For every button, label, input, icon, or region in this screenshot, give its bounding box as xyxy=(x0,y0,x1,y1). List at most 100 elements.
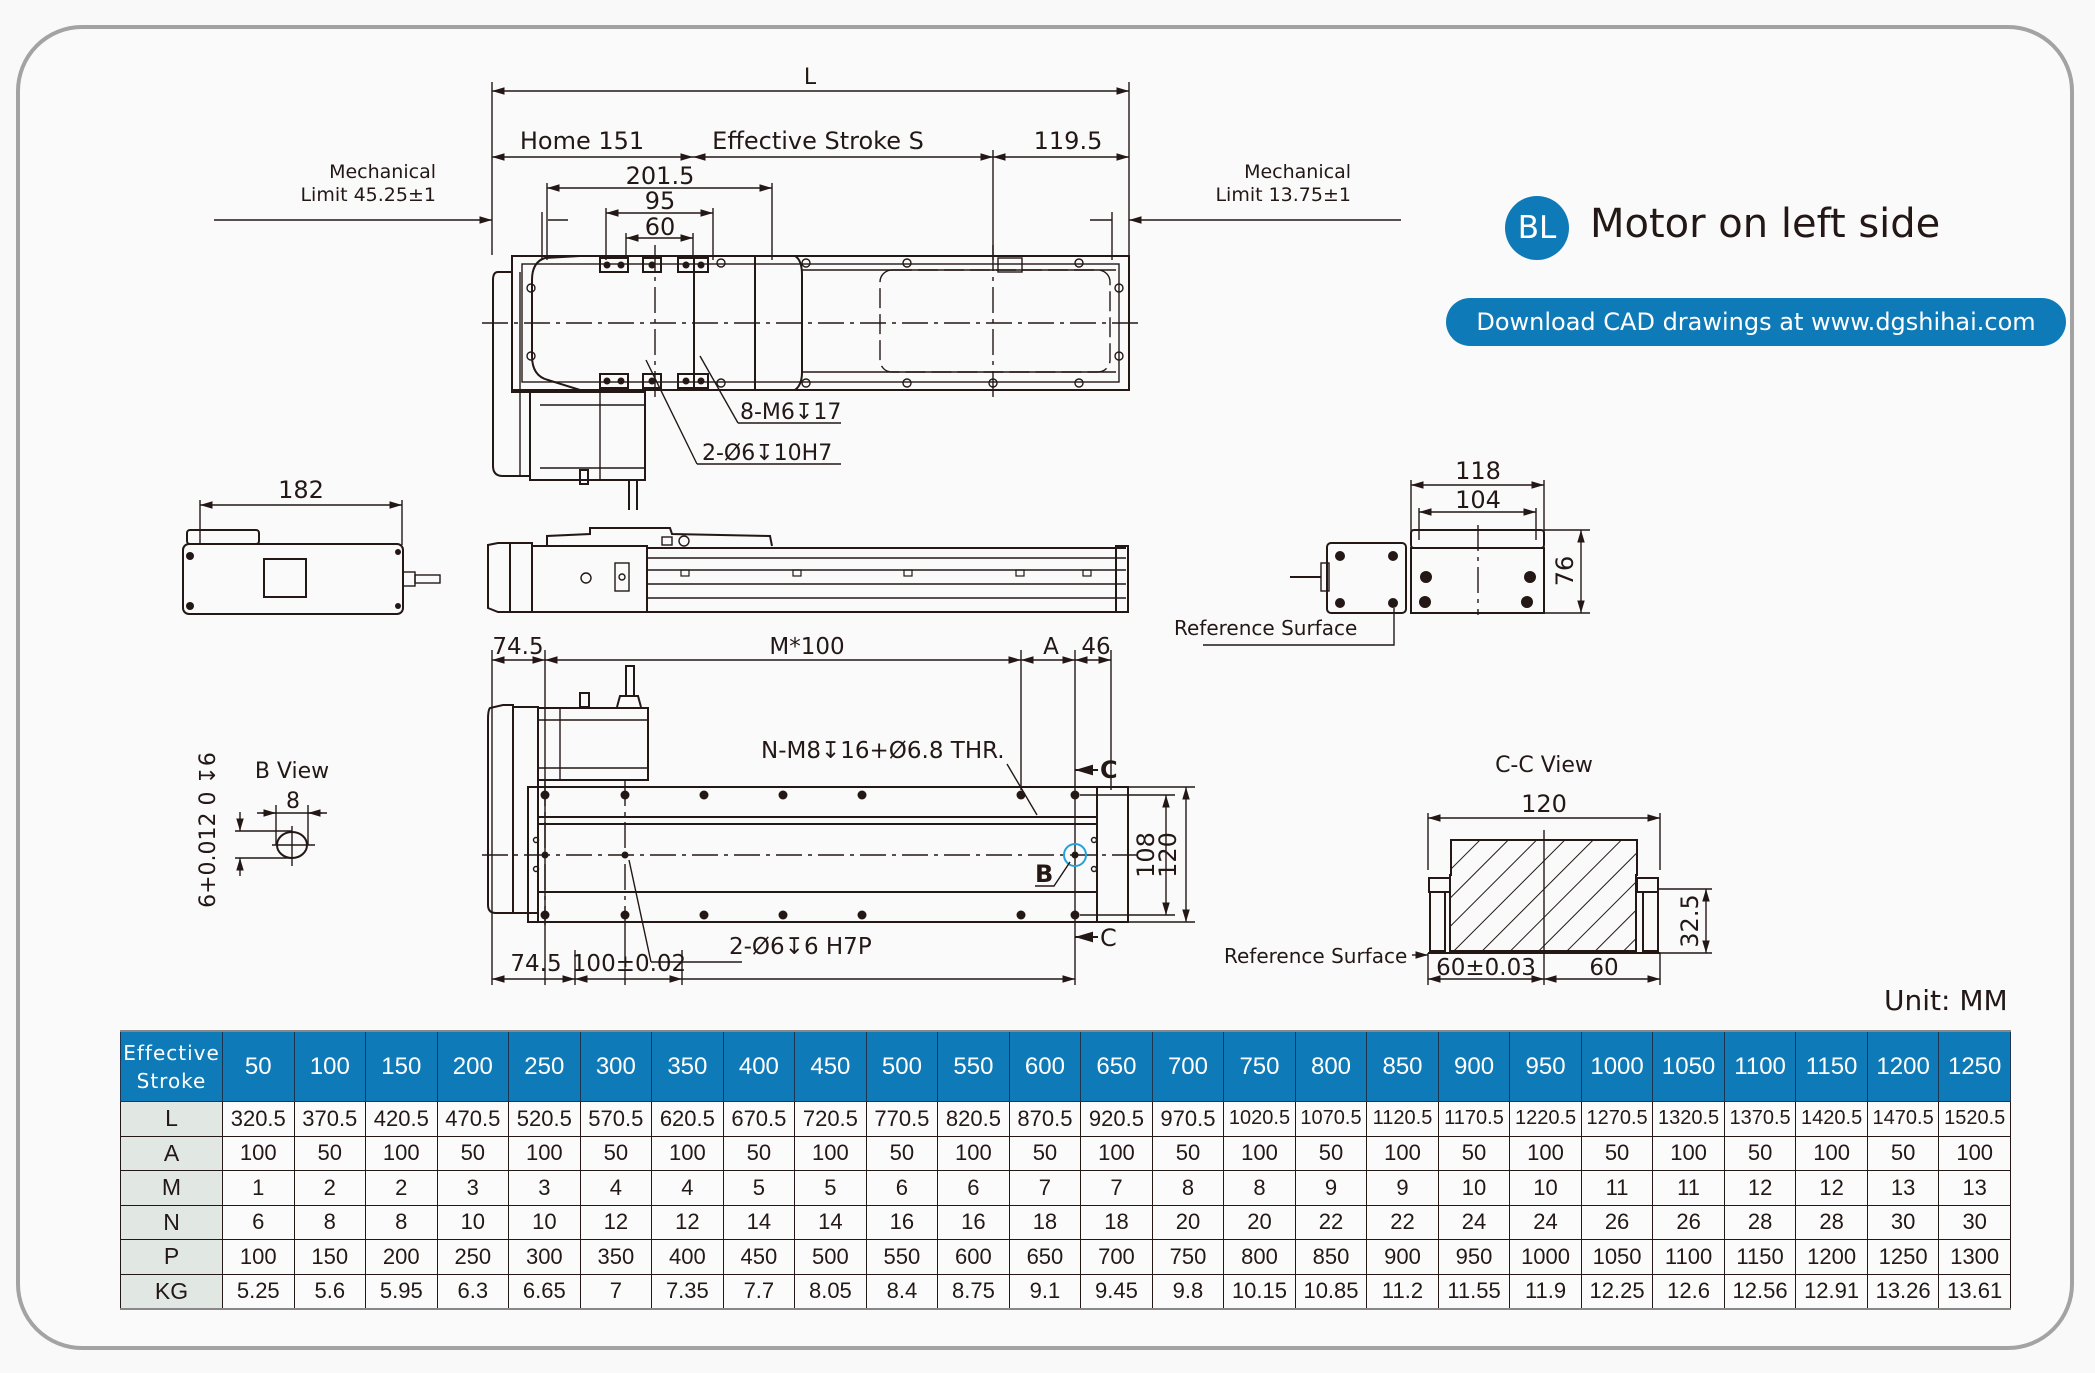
dim-118: 118 xyxy=(1455,457,1501,485)
mounting-holes xyxy=(540,790,1080,920)
stroke-header-cell: 150 xyxy=(365,1030,438,1102)
stroke-header-cell: 500 xyxy=(865,1030,939,1102)
table-cell: 12 xyxy=(1795,1170,1868,1206)
table-cell: 100 xyxy=(1223,1135,1296,1171)
stroke-header-cell: 1250 xyxy=(1938,1030,2011,1102)
end-view-right: 118 104 76 Reference Surface xyxy=(1174,457,1590,646)
cc-view-title: C-C View xyxy=(1495,753,1593,778)
table-cell: 5.25 xyxy=(222,1273,295,1310)
stroke-header-cell: 100 xyxy=(293,1030,367,1102)
table-cell: 1370.5 xyxy=(1723,1101,1797,1137)
stroke-header-cell: 250 xyxy=(508,1030,581,1102)
table-cell: 28 xyxy=(1795,1204,1868,1240)
table-cell: 850 xyxy=(1294,1239,1368,1275)
table-cell: 50 xyxy=(1723,1135,1797,1171)
table-cell: 100 xyxy=(1080,1135,1153,1171)
row-label: L xyxy=(120,1101,223,1137)
table-cell: 12 xyxy=(1723,1170,1797,1206)
table-cell: 10.85 xyxy=(1294,1273,1368,1310)
table-cell: 28 xyxy=(1723,1204,1797,1240)
table-cell: 12.6 xyxy=(1652,1273,1725,1310)
table-cell: 7.35 xyxy=(651,1273,724,1310)
table-cell: 100 xyxy=(1652,1135,1725,1171)
table-cell: 6 xyxy=(937,1170,1010,1206)
table-cell: 50 xyxy=(865,1135,939,1171)
motor-end-cap xyxy=(492,271,531,477)
row-label: P xyxy=(120,1239,223,1275)
table-cell: 50 xyxy=(1008,1135,1082,1171)
table-cell: 10 xyxy=(1509,1170,1582,1206)
top-view: L Home 151 Effective Stroke S 119.5 201.… xyxy=(214,65,1401,510)
mech-limit-left-line1: Mechanical xyxy=(329,161,436,183)
table-cell: 4 xyxy=(651,1170,724,1206)
dim-74-5-bottom: 74.5 xyxy=(510,951,561,977)
table-cell: 50 xyxy=(1437,1135,1511,1171)
table-cell: 50 xyxy=(1151,1135,1225,1171)
dim-100-tol: 100±0.02 xyxy=(572,951,686,977)
dim-104: 104 xyxy=(1455,486,1501,514)
callout-2-dia6-h7p: 2-Ø6↧6 H7P xyxy=(729,934,872,960)
table-cell: 11 xyxy=(1652,1170,1725,1206)
stroke-header-line2: Stroke xyxy=(136,1068,207,1093)
table-cell: 24 xyxy=(1509,1204,1582,1240)
table-cell: 420.5 xyxy=(365,1101,438,1137)
dim-60: 60 xyxy=(645,213,676,241)
stroke-header-cell: 1200 xyxy=(1866,1030,1940,1102)
table-cell: 320.5 xyxy=(222,1101,295,1137)
table-cell: 16 xyxy=(937,1204,1010,1240)
table-cell: 1470.5 xyxy=(1866,1101,1940,1137)
table-cell: 1320.5 xyxy=(1652,1101,1725,1137)
table-cell: 570.5 xyxy=(579,1101,653,1137)
dim-95: 95 xyxy=(645,187,676,215)
table-cell: 7 xyxy=(1008,1170,1082,1206)
table-cell: 1250 xyxy=(1866,1239,1940,1275)
table-cell: 13 xyxy=(1866,1170,1940,1206)
table-cell: 600 xyxy=(937,1239,1010,1275)
carriage-bolts xyxy=(599,257,709,389)
table-cell: 8.05 xyxy=(794,1273,867,1310)
table-cell: 1120.5 xyxy=(1366,1101,1439,1137)
table-cell: 100 xyxy=(222,1239,295,1275)
table-cell: 50 xyxy=(1866,1135,1940,1171)
table-cell: 4 xyxy=(579,1170,653,1206)
table-cell: 470.5 xyxy=(436,1101,510,1137)
callout-n-m8: N-M8↧16+Ø6.8 THR. xyxy=(761,738,1005,764)
mech-limit-left-line2: Limit 45.25±1 xyxy=(300,184,436,206)
table-cell: 720.5 xyxy=(794,1101,867,1137)
stroke-header-cell: 550 xyxy=(937,1030,1010,1102)
table-cell: 100 xyxy=(794,1135,867,1171)
table-cell: 11.9 xyxy=(1509,1273,1582,1310)
stroke-header-cell: 1150 xyxy=(1795,1030,1868,1102)
unit-label: Unit: MM xyxy=(1884,984,2008,1017)
stroke-header-cell: 1000 xyxy=(1580,1030,1654,1102)
stroke-header-cell: 50 xyxy=(222,1030,295,1102)
end-view-left: 182 xyxy=(182,476,441,615)
table-cell: 1100 xyxy=(1652,1239,1725,1275)
table-cell: 12 xyxy=(579,1204,653,1240)
dim-a: A xyxy=(1043,634,1059,660)
row-label: A xyxy=(120,1135,223,1171)
stroke-header-cell: 950 xyxy=(1509,1030,1582,1102)
table-cell: 6.3 xyxy=(436,1273,510,1310)
mech-limit-right-line2: Limit 13.75±1 xyxy=(1215,184,1351,206)
table-cell: 100 xyxy=(508,1135,581,1171)
table-cell: 100 xyxy=(1509,1135,1582,1171)
carriage-left xyxy=(531,255,695,391)
dim-home: Home 151 xyxy=(520,127,644,155)
table-cell: 50 xyxy=(722,1135,796,1171)
table-cell: 20 xyxy=(1223,1204,1296,1240)
dim-108: 108 xyxy=(1132,832,1160,878)
table-cell: 100 xyxy=(651,1135,724,1171)
download-cad-button[interactable]: Download CAD drawings at www.dgshihai.co… xyxy=(1446,298,2066,346)
table-cell: 1020.5 xyxy=(1223,1101,1296,1137)
table-cell: 8.4 xyxy=(865,1273,939,1310)
stroke-header-cell: 450 xyxy=(794,1030,867,1102)
b-view: B View 8 6+0.012 0 ↧6 xyxy=(196,752,329,908)
table-cell: 250 xyxy=(436,1239,510,1275)
row-label: KG xyxy=(120,1273,223,1310)
b-view-title: B View xyxy=(255,759,329,784)
